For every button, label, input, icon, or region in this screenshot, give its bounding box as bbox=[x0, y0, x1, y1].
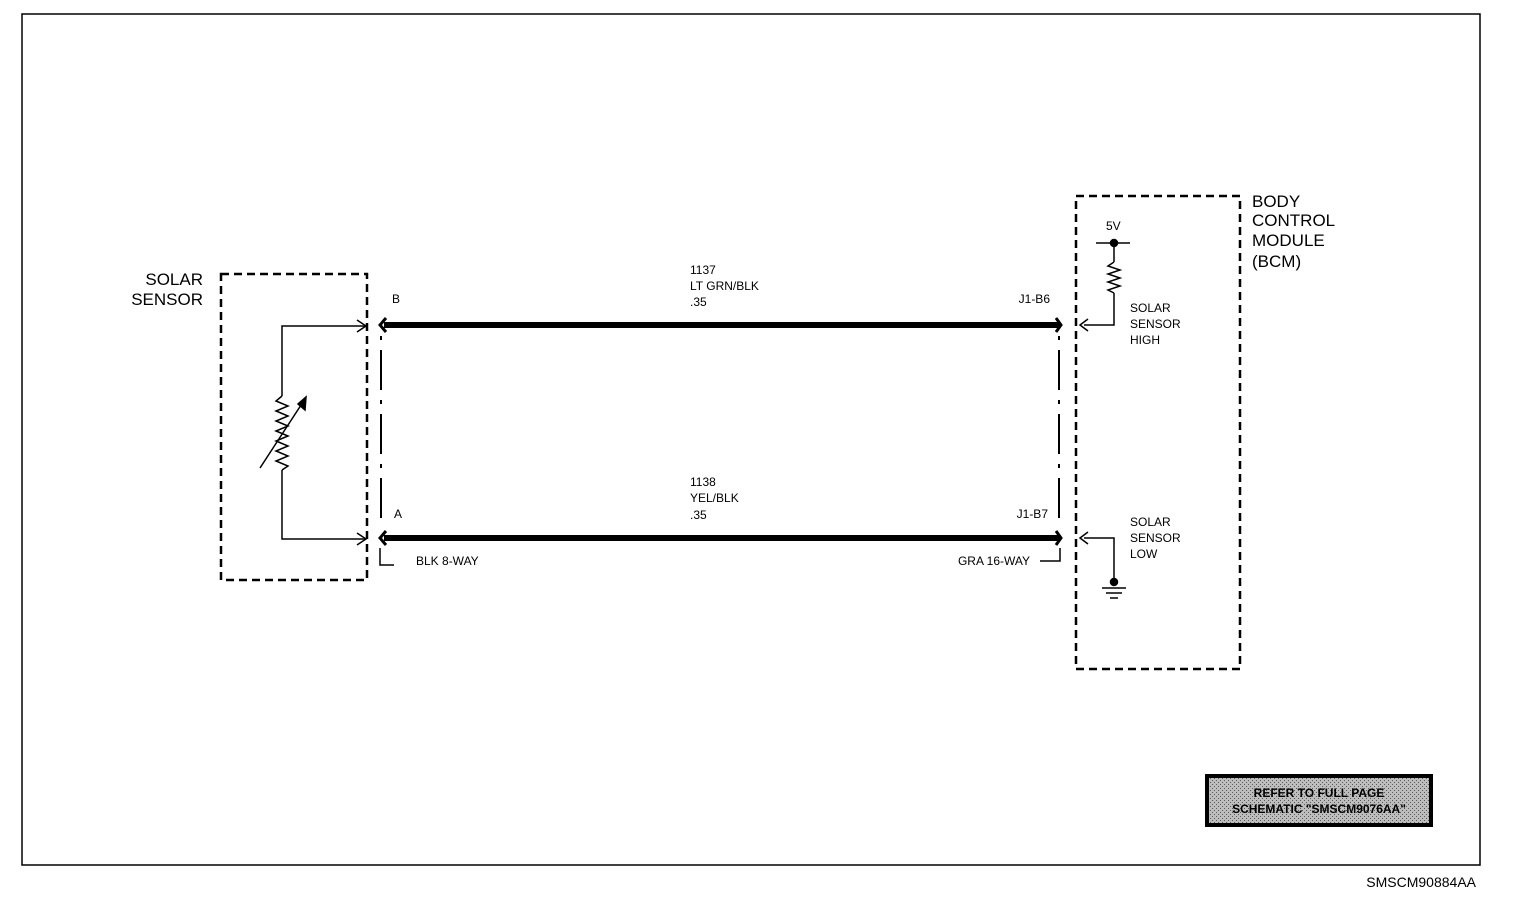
bcm-label-2: CONTROL bbox=[1252, 211, 1335, 230]
solar-sensor-low-2: SENSOR bbox=[1130, 531, 1181, 545]
wire-1138-circuit: 1138 bbox=[690, 475, 716, 489]
solar-sensor-high-3: HIGH bbox=[1130, 333, 1160, 347]
sensor-terminal-arrows bbox=[356, 319, 368, 546]
bcm-connector bbox=[1040, 317, 1063, 562]
sensor-connector-label: BLK 8-WAY bbox=[416, 554, 479, 568]
bcm-label-1: BODY bbox=[1252, 192, 1300, 211]
sensor-connector bbox=[378, 317, 394, 566]
wire-1137-circuit: 1137 bbox=[690, 263, 716, 277]
bcm-pin-j1-b7: J1-B7 bbox=[1017, 507, 1049, 521]
wire-1138-color: YEL/BLK bbox=[690, 491, 739, 505]
solar-sensor-high-2: SENSOR bbox=[1130, 317, 1181, 331]
solar-sensor-box bbox=[219, 272, 369, 582]
ground-icon bbox=[1078, 531, 1126, 599]
wire-1138-gauge: .35 bbox=[690, 508, 707, 522]
sensor-pin-a: A bbox=[394, 507, 402, 521]
solar-sensor-label-1: SOLAR bbox=[145, 270, 203, 289]
variable-resistor-icon bbox=[259, 325, 365, 540]
sensor-pin-b: B bbox=[392, 292, 400, 306]
solar-sensor-label-2: SENSOR bbox=[131, 290, 203, 309]
bcm-label-4: (BCM) bbox=[1252, 252, 1301, 271]
bcm-pin-j1-b6: J1-B6 bbox=[1019, 292, 1051, 306]
reference-note-line1: REFER TO FULL PAGE bbox=[1254, 786, 1385, 800]
bcm-connector-label: GRA 16-WAY bbox=[958, 554, 1030, 568]
reference-note: REFER TO FULL PAGE SCHEMATIC "SMSCM9076A… bbox=[1205, 774, 1433, 827]
diagram-frame bbox=[21, 13, 1481, 866]
bcm-box bbox=[1074, 194, 1242, 671]
bcm-label-3: MODULE bbox=[1252, 231, 1325, 250]
pullup-resistor-icon bbox=[1078, 238, 1130, 332]
solar-sensor-low-3: LOW bbox=[1130, 547, 1158, 561]
solar-sensor-low-1: SOLAR bbox=[1130, 515, 1171, 529]
solar-sensor-high-1: SOLAR bbox=[1130, 301, 1171, 315]
figure-id: SMSCM90884AA bbox=[1366, 874, 1476, 890]
reference-note-line2: SCHEMATIC "SMSCM9076AA" bbox=[1232, 802, 1406, 816]
wire-1137-color: LT GRN/BLK bbox=[690, 279, 759, 293]
wire-1137-gauge: .35 bbox=[690, 295, 707, 309]
supply-voltage-label: 5V bbox=[1106, 219, 1121, 233]
